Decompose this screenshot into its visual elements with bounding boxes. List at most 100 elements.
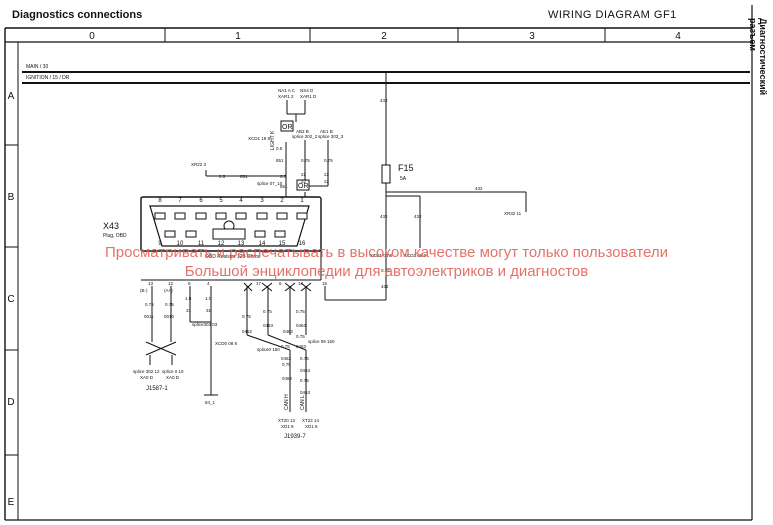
ab2-splice: splice 302_2 (292, 134, 318, 139)
xr22-label: XR22 3 (191, 162, 207, 167)
pin-label-bottom-10: 10 (177, 241, 184, 247)
pin-12-label: 12 (168, 281, 174, 286)
connector-desc: Plug, OBD (103, 233, 127, 239)
pin-label-top-6: 3 (260, 198, 264, 204)
ae1-label: AE1 B (320, 129, 333, 134)
pin-label-top-2: 7 (178, 198, 182, 204)
relay-1-conn: XAR1 2 (278, 94, 294, 99)
pin-label-bottom-15: 15 (279, 241, 286, 247)
column-label-2: 2 (381, 31, 387, 42)
wire-851-b: 851 (240, 174, 248, 179)
pin-label-top-1: 8 (158, 198, 162, 204)
fuse-f15-body (381, 164, 391, 184)
wire-0.75-c: 0.75 (381, 268, 390, 273)
pin-label-bottom-14: 14 (259, 241, 266, 247)
resistor-label: OBD Resistor 120 Ohms (205, 254, 261, 260)
wire-0010: 0010 (164, 314, 175, 319)
pin-13-label: 13 (148, 281, 154, 286)
column-label-4: 4 (675, 31, 681, 42)
row-label-b: B (8, 192, 15, 203)
pin-label-bottom-11: 11 (198, 241, 205, 247)
watermark-line-2: Большой энциклопедии для автоэлектриков … (184, 263, 589, 280)
xt1-label: XT20 13 (278, 418, 296, 423)
pin-label-top-4: 5 (219, 198, 223, 204)
wire-0463-c: 0463 (296, 344, 307, 349)
column-label-3: 3 (529, 31, 535, 42)
a-plus-label: (A+) (164, 288, 173, 293)
splice-303: splice303 03 (192, 322, 218, 327)
wire-0.5-a: 0.5 (276, 146, 283, 151)
wire-0.75-m: 0.75 (300, 378, 309, 383)
wire-0.75-b: 0.75 (324, 158, 333, 163)
splice-can: splice 09 150 (308, 339, 335, 344)
row-label-c: C (7, 294, 14, 305)
grid-frame (4, 5, 753, 521)
wire-0463-d: 0463 (300, 368, 311, 373)
light-k-label: LIGHT K (270, 130, 276, 150)
xcd-b-label: XCD2 08 8 (404, 253, 427, 258)
wire-0.75-d: 0.75 (145, 302, 154, 307)
pin-4-label: 4 (207, 281, 210, 286)
pin-17-label: 17 (256, 281, 262, 286)
xcd08-label: XCD0 08 8 (215, 341, 238, 346)
splice-can-2: splice0 150 (257, 347, 280, 352)
b-minus-label: (B-) (140, 288, 148, 293)
wire-annotations: NA1 A C XAR1 2 NS4 D XAR1 D AB2 B splice… (133, 88, 522, 429)
ab2-label: AB2 B (296, 129, 309, 134)
xt1b-label: XD1 9 (281, 424, 294, 429)
wire-432-d: 432 (475, 186, 483, 191)
or-box-top-label: OR (282, 124, 293, 131)
wire-0.75-i: 0.75 (296, 334, 305, 339)
wire-0011: 0011 (144, 314, 154, 319)
wire-0462-b: 0462 (283, 329, 294, 334)
wire-0463-b: 0463 (296, 323, 307, 328)
wire-432-b: 432 (380, 214, 388, 219)
wire-1.0-a: 1.0 (185, 296, 192, 301)
wire-31-a: 31 (186, 308, 192, 313)
j1587-connector-label: J1587-1 (146, 386, 168, 392)
wire-0.5-c: 0.5 (280, 174, 287, 179)
wire-0462-d: 0462 (282, 376, 293, 381)
pin-label-top-8: 1 (300, 198, 304, 204)
pin-label-bottom-12: 12 (218, 241, 225, 247)
ae1-splice: splice 303_3 (318, 134, 344, 139)
pin-6-label: 6 (279, 281, 282, 286)
can-l-label: CAN L (300, 395, 306, 410)
pin-label-top-7: 2 (280, 198, 284, 204)
wire-432-c: 432 (414, 214, 422, 219)
column-label-1: 1 (235, 31, 241, 42)
pin-14-label: 14 (298, 281, 304, 286)
j1587-splice-1: splice 302 12 (133, 369, 160, 374)
wire-0462-c: 0462 (281, 356, 292, 361)
relay-2-id: NS4 D (300, 88, 314, 93)
pin-label-bottom-16: 16 (299, 241, 306, 247)
wire-0.75-e: 0.75 (165, 302, 174, 307)
diagram-code-title: WIRING DIAGRAM GF1 (548, 9, 677, 21)
wire-0463-e: 0463 (300, 390, 311, 395)
pin-label-top-5: 4 (239, 198, 243, 204)
pin-label-bottom-13: 13 (238, 241, 245, 247)
wires (149, 72, 527, 412)
column-label-0: 0 (89, 31, 95, 42)
wire-0.75-a: 0.75 (301, 158, 310, 163)
wire-851-c: 851 (280, 184, 288, 189)
wire-0463-a: 0463 (263, 323, 274, 328)
wire-0.75-f: 0.75 (242, 314, 251, 319)
diagram-section-title: Diagnostics connections (12, 9, 143, 21)
wire-0.75-j: 0.75 (281, 344, 290, 349)
pin-label-bottom-9: 9 (158, 241, 162, 247)
splice-mid: splice 07_10 (257, 181, 283, 186)
can-h-label: CAN H (284, 394, 290, 410)
wire-22-b: 22 (324, 172, 330, 177)
fuse-name: F15 (398, 163, 414, 173)
xcd1-label: XCD1 19 8 (248, 136, 271, 141)
xt2-label: XT22 14 (302, 418, 320, 423)
wire-22-a: 22 (301, 172, 307, 177)
wire-0.75-h: 0.75 (296, 309, 305, 314)
ignition-rail-label: IGNITION / 15 / DR (26, 75, 70, 81)
xr32-label: XR32 11 (504, 211, 522, 216)
wire-851-a: 851 (276, 158, 284, 163)
or-box-top (280, 120, 294, 132)
